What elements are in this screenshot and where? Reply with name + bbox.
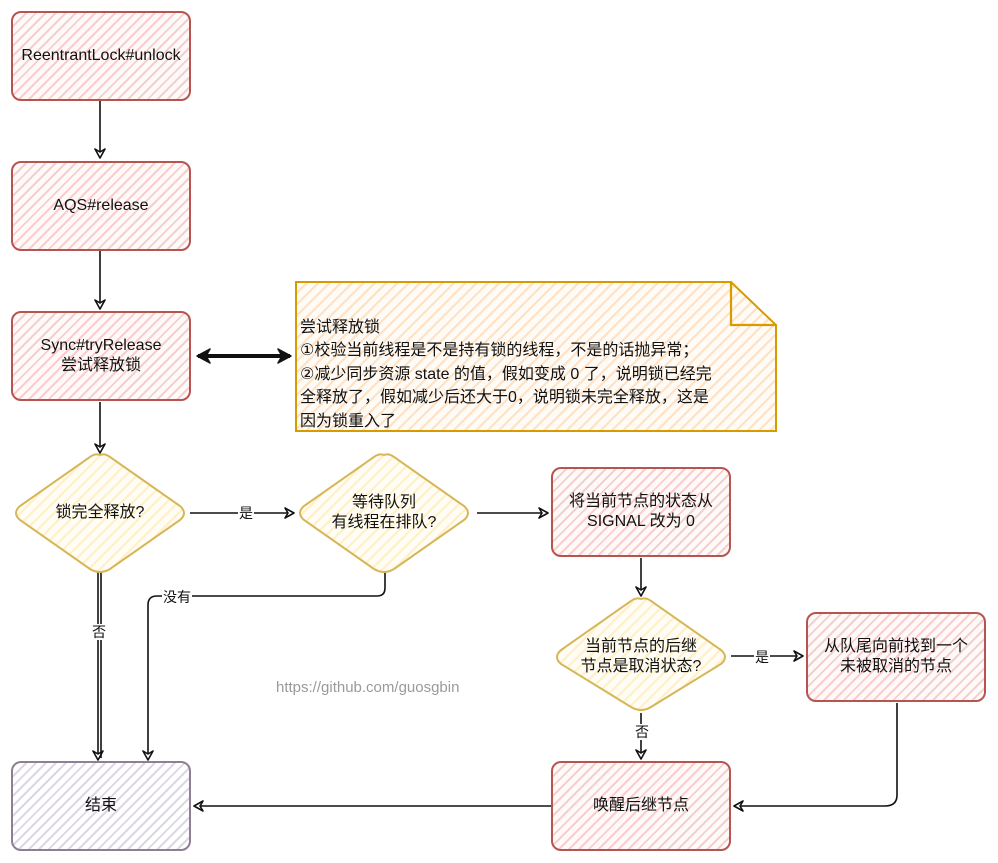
node-reentrantlock-unlock[interactable]: ReentrantLock#unlock [11,11,191,101]
node-wake-successor[interactable]: 唤醒后继节点 [551,761,731,851]
decision-successor-shape[interactable] [556,597,726,711]
node-label: 从队尾向前找到一个 未被取消的节点 [823,638,968,675]
decision-shapes [15,453,726,711]
node-label: Sync#tryRelease 尝试释放锁 [40,337,162,374]
edge-label-no-1: 否 [91,624,107,640]
note-shape [295,281,777,432]
edge-label-none: 没有 [162,589,192,605]
note-tryrelease-explanation[interactable]: 尝试释放锁 ①校验当前线程是不是持有锁的线程，不是的话抛异常； ②减少同步资源 … [296,282,778,432]
decision-queue-has-threads[interactable]: 等待队列 有线程在排队? [304,490,464,536]
node-set-signal-zero[interactable]: 将当前节点的状态从 SIGNAL 改为 0 [551,467,731,557]
node-label: AQS#release [53,197,149,214]
edge-label-no-2: 否 [634,724,650,740]
edge-label-yes-2: 是 [754,649,770,665]
node-find-from-tail[interactable]: 从队尾向前找到一个 未被取消的节点 [806,612,986,702]
node-aqs-release[interactable]: AQS#release [11,161,191,251]
decision-fully-released-shape[interactable] [15,453,185,573]
edges [92,100,898,812]
edge-queue-none[interactable] [142,570,386,761]
watermark: https://github.com/guosgbin [276,679,460,696]
node-label: ReentrantLock#unlock [21,47,181,64]
decision-label: 锁完全释放? [55,504,145,521]
node-end[interactable]: 结束 [11,761,191,851]
decision-queue-shape[interactable] [299,453,469,573]
decision-label: 当前节点的后继 节点是取消状态? [580,638,702,675]
edge-label-yes-1: 是 [238,505,254,521]
node-label: 唤醒后继节点 [592,797,689,814]
node-label: 将当前节点的状态从 SIGNAL 改为 0 [568,493,713,530]
decision-label: 等待队列 有线程在排队? [331,494,437,531]
node-label: 结束 [84,797,117,814]
note-text: 尝试释放锁 ①校验当前线程是不是持有锁的线程，不是的话抛异常； ②减少同步资源 … [300,318,712,430]
decision-fully-released[interactable]: 锁完全释放? [20,490,180,536]
edge-findtail-to-wake[interactable] [733,703,898,812]
node-sync-tryrelease[interactable]: Sync#tryRelease 尝试释放锁 [11,311,191,401]
decision-successor-cancelled[interactable]: 当前节点的后继 节点是取消状态? [561,634,721,680]
